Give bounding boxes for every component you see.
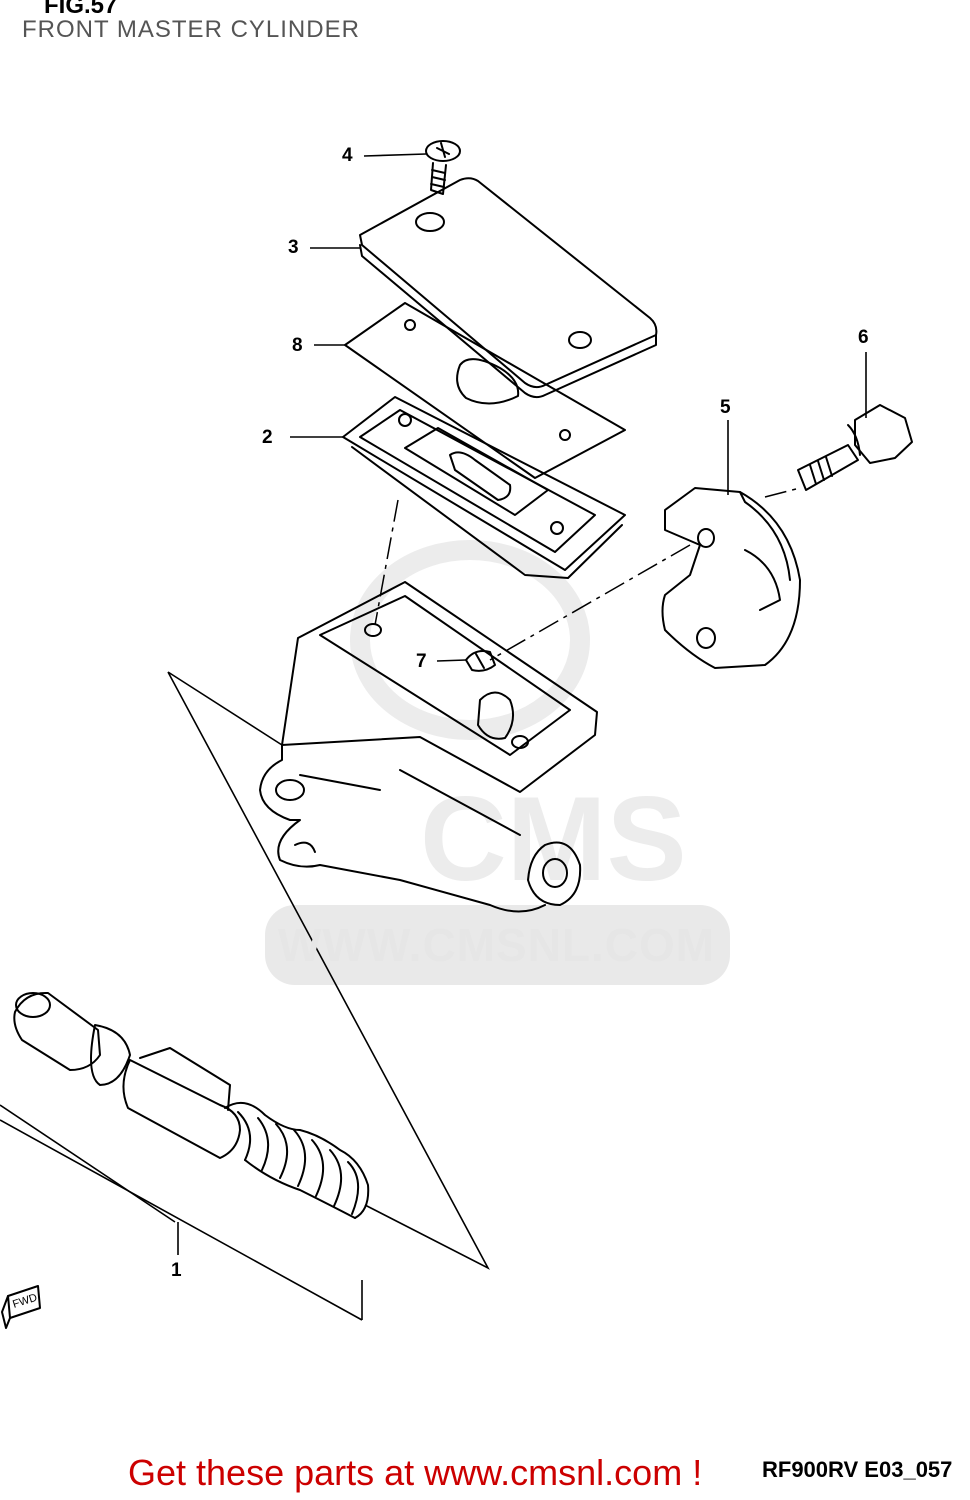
- callout-8: 8: [292, 335, 303, 356]
- reservoir-cap-part-3: [359, 177, 658, 399]
- callout-4: 4: [342, 145, 353, 166]
- bolt-part-6: [797, 404, 913, 491]
- master-cylinder-body: [259, 581, 598, 913]
- callout-5: 5: [720, 397, 731, 418]
- watermark-brand: CMS: [420, 772, 687, 906]
- figure-label: FIG.57: [44, 0, 118, 19]
- callout-6: 6: [858, 327, 869, 348]
- callout-7: 7: [416, 651, 427, 672]
- clamp-holder-part-5: [661, 487, 801, 669]
- callout-1: 1: [171, 1260, 182, 1281]
- diagram-code: RF900RV E03_057: [762, 1457, 953, 1482]
- footer-cta-link[interactable]: Get these parts at www.cmsnl.com !: [128, 1452, 703, 1493]
- piston-set-part-1: [13, 991, 370, 1219]
- figure-title: FRONT MASTER CYLINDER: [22, 16, 360, 43]
- watermark-url: WWW.CMSNL.COM: [278, 919, 716, 971]
- screw-part-4: [425, 140, 461, 195]
- callout-3: 3: [288, 237, 299, 258]
- plate-part-8: [344, 302, 626, 479]
- leader-lines: [0, 153, 867, 1321]
- callout-2: 2: [262, 427, 273, 448]
- fwd-badge: FWD: [1, 1285, 41, 1329]
- plug-part-7: [465, 650, 496, 672]
- diaphragm-part-2: [342, 396, 626, 579]
- alignment-lines: [374, 487, 801, 661]
